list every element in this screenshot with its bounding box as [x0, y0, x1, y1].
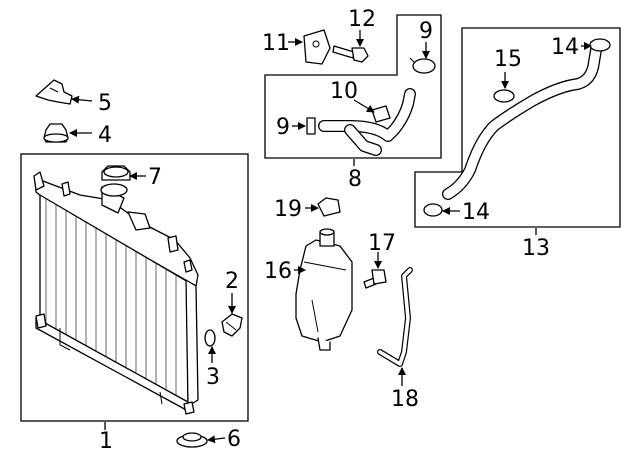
callout-6: 6	[227, 427, 241, 452]
callout-11: 11	[262, 31, 290, 56]
callout-leaders	[69, 30, 592, 444]
callout-9-upper: 9	[419, 19, 433, 44]
callout-7: 7	[148, 165, 162, 190]
lower-hose-group-box	[414, 27, 621, 228]
mount-cushion	[176, 432, 208, 448]
hose-clamp-14-lower	[423, 203, 443, 217]
callout-5: 5	[98, 91, 112, 116]
callout-12: 12	[348, 7, 376, 32]
callout-8: 8	[348, 167, 362, 192]
callout-2: 2	[225, 269, 239, 294]
hose-clamp-left	[306, 117, 316, 135]
reservoir-tank	[295, 228, 353, 351]
radiator-cap	[101, 165, 131, 181]
hose-clamp-upper	[409, 57, 436, 74]
upper-hose	[318, 88, 416, 156]
callout-16: 16	[264, 259, 292, 284]
callout-14-lower: 14	[462, 200, 490, 225]
clip	[35, 79, 73, 105]
hose-clamp-14-upper	[589, 38, 611, 52]
callout-13: 13	[522, 236, 550, 261]
callout-15: 15	[494, 47, 522, 72]
callout-4: 4	[98, 123, 112, 148]
upper-hose-group-box	[264, 14, 442, 159]
drain-plug	[221, 313, 243, 337]
callout-3: 3	[206, 365, 220, 390]
reservoir-cap	[317, 197, 341, 217]
callout-labels: 1 2 3 4 5 6 7 8 9 9 10 11 12 13 14 14 15…	[98, 7, 579, 454]
overflow-pipe	[377, 267, 413, 367]
callout-14-upper: 14	[551, 35, 579, 60]
grommet	[43, 123, 69, 143]
bolt	[332, 45, 369, 63]
o-ring	[204, 329, 216, 347]
hose-clamp-10	[371, 105, 391, 123]
callout-19: 19	[274, 197, 302, 222]
radiator	[33, 171, 199, 415]
callout-17: 17	[368, 231, 396, 256]
radiator-assembly-box	[20, 153, 249, 422]
lower-hose	[442, 44, 602, 200]
hose-clamp-15	[493, 89, 515, 103]
callout-9-left: 9	[276, 115, 290, 140]
callout-18: 18	[391, 387, 419, 412]
callout-1: 1	[99, 429, 113, 454]
callout-10: 10	[330, 79, 358, 104]
bracket	[303, 29, 331, 65]
reservoir-bolt	[363, 269, 387, 289]
